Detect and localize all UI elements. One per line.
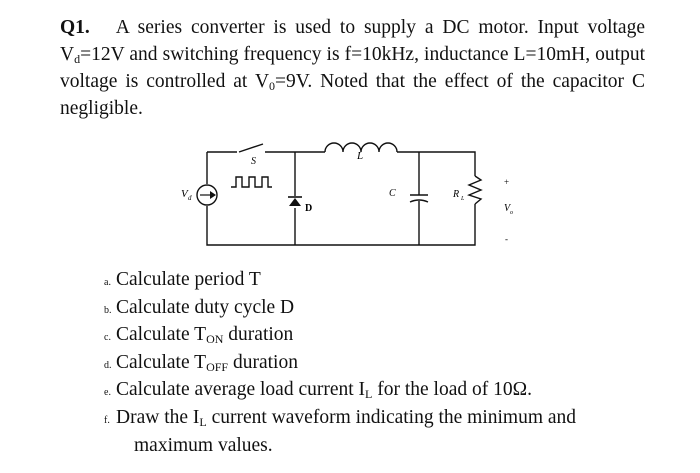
output-label: V	[504, 203, 512, 214]
task-item-b: b. Calculate duty cycle D	[104, 296, 649, 324]
task-text: Calculate TON duration	[116, 324, 294, 347]
task-item-f: f. Draw the IL current waveform indicati…	[104, 406, 649, 434]
task-item-c: c. Calculate TON duration	[104, 323, 649, 351]
task-text: Calculate duty cycle D	[116, 296, 295, 318]
resistor-sub: L	[460, 196, 465, 202]
vo-subscript: 0	[269, 79, 276, 93]
task-text: Calculate period T	[116, 269, 261, 290]
task-letter: a.	[104, 277, 111, 288]
question-intro-part1: A series converter is used to supply a D…	[60, 17, 645, 65]
inductor-label: L	[356, 150, 363, 162]
question-intro-part3: =9V. Noted that the effect of the capaci…	[60, 71, 646, 119]
output-plus: +	[504, 177, 509, 187]
task-text: Calculate TOFF duration	[116, 351, 298, 374]
task-text: Calculate average load current IL for th…	[116, 379, 532, 402]
task-item-d: d. Calculate TOFF duration	[104, 351, 649, 379]
buck-converter-circuit: S L V d D C R L + V o -	[181, 142, 513, 246]
question-intro-part2: =12V and switching frequency is f=10kHz,…	[60, 44, 645, 92]
task-item-e: e. Calculate average load current IL for…	[104, 378, 649, 406]
output-minus: -	[505, 234, 508, 244]
switch-label: S	[251, 156, 256, 167]
task-letter: d.	[104, 359, 112, 371]
resistor-label: R	[452, 189, 459, 200]
task-letter: c.	[104, 332, 111, 344]
source-label: V	[181, 188, 189, 200]
capacitor-label: C	[389, 188, 396, 199]
task-item-a: a. Calculate period T	[104, 268, 649, 296]
diode-label: D	[305, 203, 312, 214]
task-text: Draw the IL current waveform indicating …	[116, 406, 577, 429]
task-letter: b.	[104, 304, 112, 316]
question-text: Q1.A series converter is used to supply …	[60, 14, 645, 122]
output-sub: o	[510, 210, 513, 216]
task-f-continuation: maximum values.	[134, 434, 273, 456]
task-letter: e.	[104, 387, 111, 399]
source-sub: d	[188, 194, 192, 202]
question-number: Q1.	[60, 17, 90, 38]
task-list: a. Calculate period T b. Calculate duty …	[104, 268, 649, 458]
task-letter: f.	[104, 414, 110, 426]
vd-subscript: d	[74, 52, 81, 66]
